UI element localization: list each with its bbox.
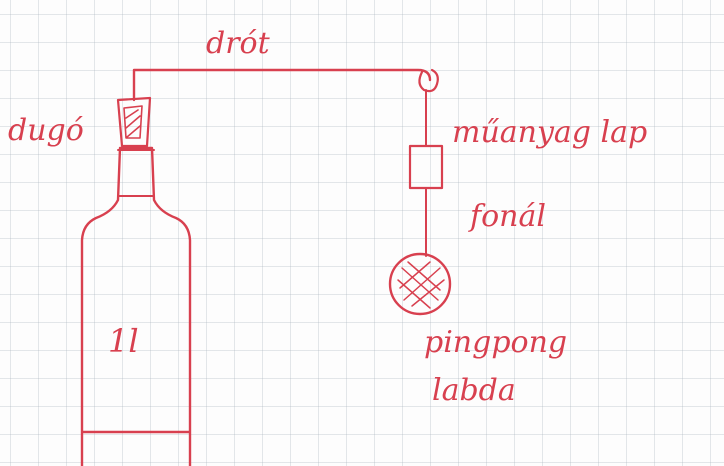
ball-label-line2: labda [432,373,516,408]
cork-label: dugó [8,113,84,148]
cork [116,96,152,148]
bottle-volume-label: 1l [108,322,139,360]
thread-label: fonál [468,199,546,234]
wire-label: drót [206,26,271,61]
ball-label-line1: pingpong [424,325,567,360]
bottle-neck [117,149,155,197]
plastic-sheet-label: műanyag lap [452,115,647,150]
pingpong-ball [388,252,452,316]
plastic-sheet [408,144,444,190]
hook [418,68,439,93]
bottle [80,146,192,466]
wire [132,68,432,102]
